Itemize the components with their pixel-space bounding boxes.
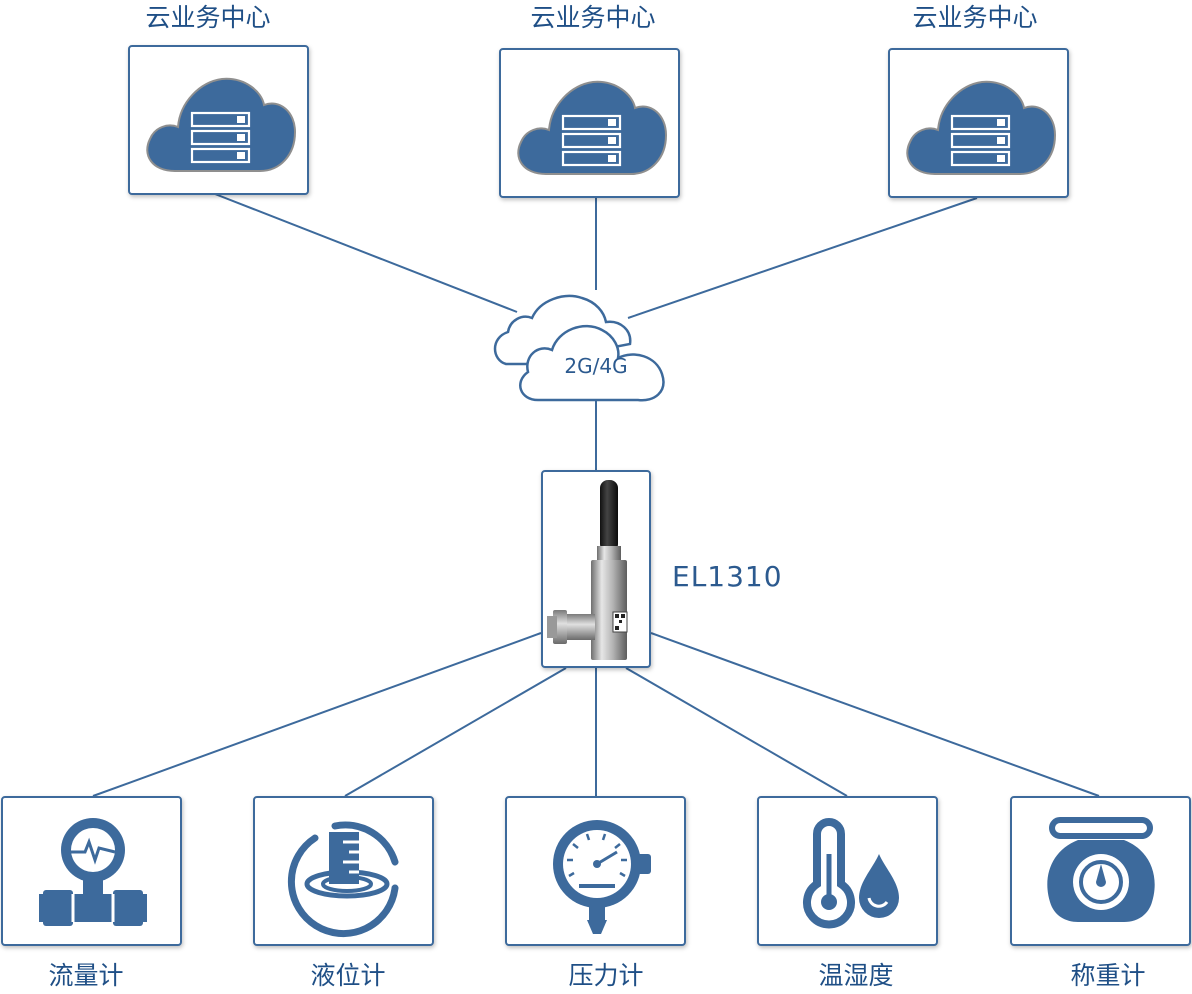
pressure-gauge-icon [553, 820, 651, 934]
level-gauge-icon [287, 821, 399, 938]
thermometer-droplet-icon [803, 818, 899, 929]
link-cloud-1 [214, 193, 518, 313]
cloud-center-box-3[interactable] [888, 48, 1069, 198]
sensor-box-level-gauge[interactable] [253, 796, 434, 946]
cloud-center-box-2[interactable] [499, 48, 680, 198]
sensor-label-temperature-humidity: 温湿度 [818, 961, 894, 990]
network-label: 2G/4G [564, 354, 628, 378]
cloud-outline-icon [493, 294, 665, 402]
cloud-center-label-1: 云业务中心 [145, 3, 271, 32]
cloud-center-label-3: 云业务中心 [912, 3, 1038, 32]
cloud-server-icon [146, 77, 297, 172]
sensor-box-pressure-gauge[interactable] [505, 796, 686, 946]
sensor-box-temperature-humidity[interactable] [757, 796, 938, 946]
sensor-label-pressure-gauge: 压力计 [568, 961, 644, 990]
link-sensor-2 [344, 667, 567, 797]
device-label: EL1310 [672, 560, 783, 593]
weighing-scale-icon [1047, 817, 1155, 922]
pressure-transmitter-icon [547, 480, 628, 660]
flowmeter-icon [39, 818, 147, 926]
sensor-box-flowmeter[interactable] [1, 796, 182, 946]
cloud-center-box-1[interactable] [128, 45, 309, 195]
sensor-label-flowmeter: 流量计 [48, 961, 124, 990]
cloud-server-icon [906, 80, 1057, 175]
device-box[interactable] [541, 470, 651, 668]
link-cloud-3 [627, 197, 978, 319]
link-sensor-4 [625, 667, 848, 797]
sensor-box-weighing-scale[interactable] [1010, 796, 1191, 946]
sensor-label-weighing-scale: 称重计 [1070, 961, 1146, 990]
sensor-label-level-gauge: 液位计 [310, 961, 386, 990]
link-sensor-5 [650, 632, 1100, 797]
link-sensor-1 [92, 632, 542, 797]
cloud-center-label-2: 云业务中心 [530, 3, 656, 32]
cloud-server-icon [517, 80, 668, 175]
